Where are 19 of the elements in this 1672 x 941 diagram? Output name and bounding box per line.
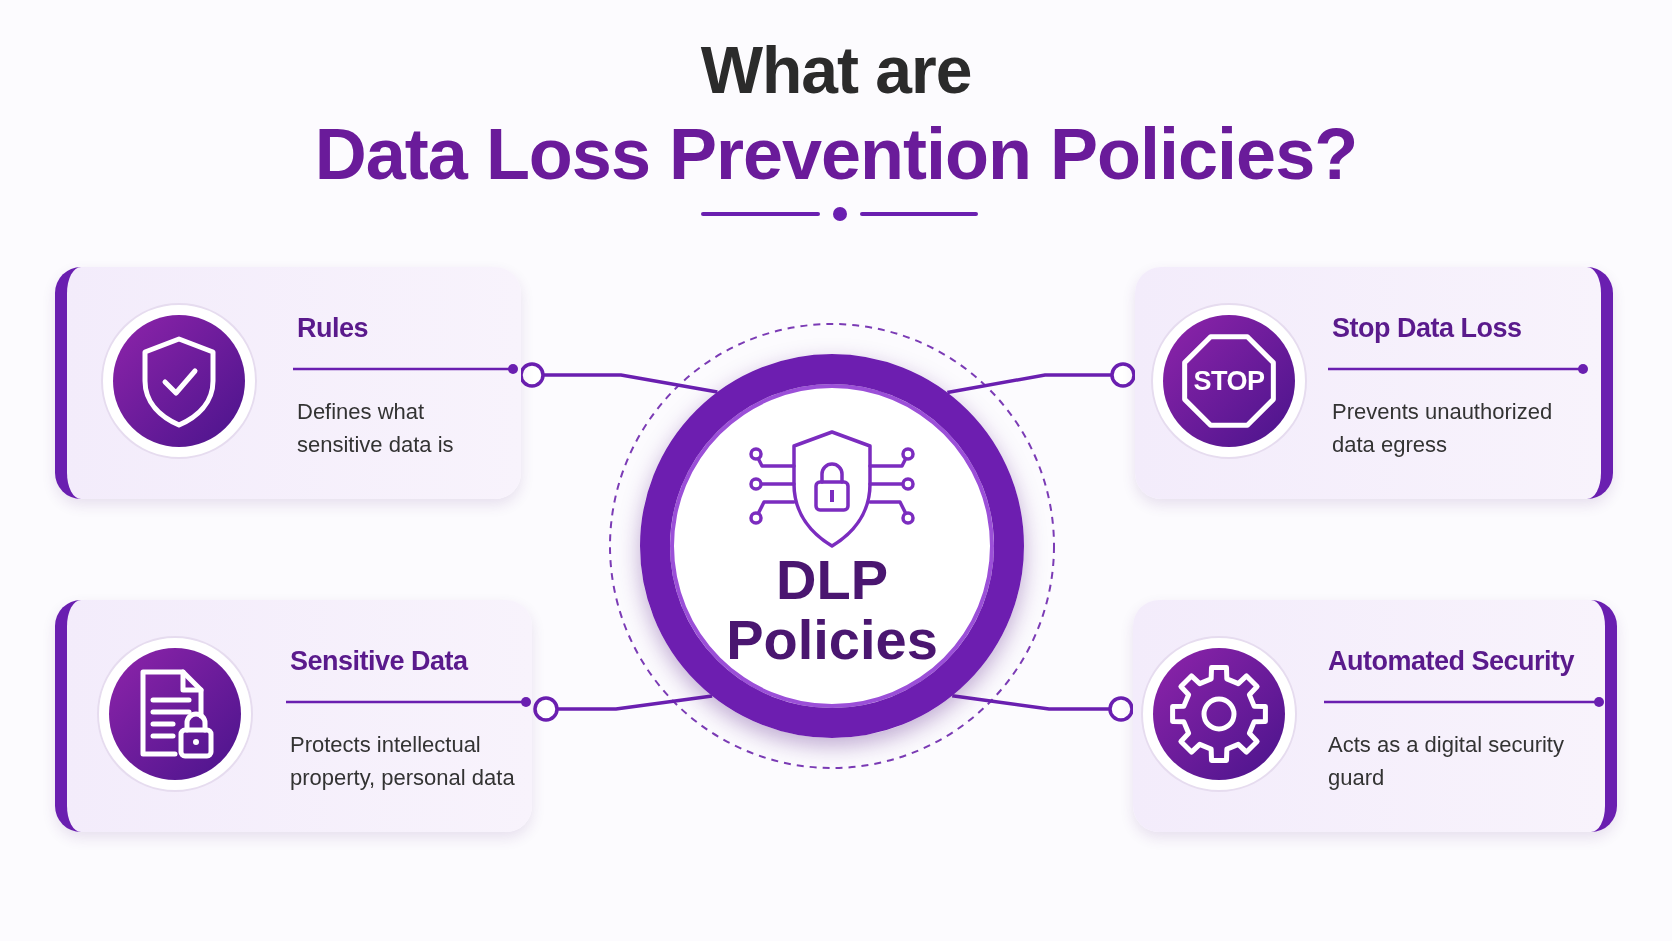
title: What are Data Loss Prevention Policies? [313,32,1359,196]
info-card [1135,267,1613,499]
connector-line [951,693,1134,722]
connector-line [533,694,713,722]
center-title: DLP Policies [725,550,939,670]
card-description: Protects intellectual property, personal data [290,731,516,792]
card-heading: Rules [297,313,369,344]
sign-text: STOP [1193,365,1265,397]
card-description: Prevents unauthorized data egress [1332,398,1554,459]
info-card [55,600,532,832]
info-card [1133,600,1617,832]
card-heading: Stop Data Loss [1332,313,1522,344]
connector-line [947,362,1136,395]
card-description: Acts as a digital security guard [1328,731,1565,792]
connector-line [519,362,718,394]
card-heading: Automated Security [1328,646,1575,677]
info-card [55,267,521,499]
card-heading: Sensitive Data [290,646,468,677]
card-description: Defines what sensitive data is [297,398,455,459]
